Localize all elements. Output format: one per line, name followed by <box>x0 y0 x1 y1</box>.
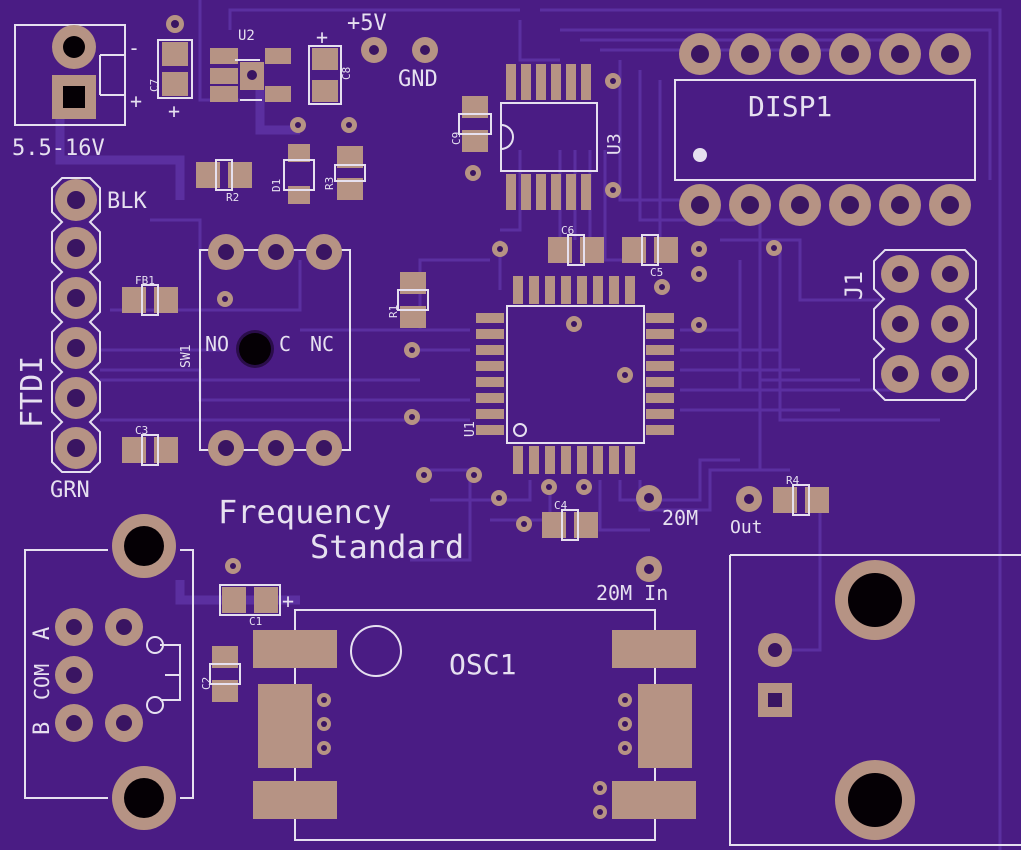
resistor-r3: R3 <box>323 117 366 200</box>
regulator-u2: U2 <box>210 28 291 102</box>
testpoint-20m-in: 20M In <box>596 556 668 605</box>
u1-label: U1 <box>463 421 478 437</box>
c2-label: C2 <box>200 677 213 690</box>
capacitor-c9: C9 <box>450 96 492 152</box>
c6-label: C6 <box>561 224 574 237</box>
ftdi-header: BLK FTDI GRN <box>15 177 147 503</box>
r4-label: R4 <box>786 474 800 487</box>
d1-label: D1 <box>270 179 283 192</box>
ftdi-label: FTDI <box>15 356 50 428</box>
capacitor-c5: C5 <box>622 234 707 333</box>
plus5v-label: +5V <box>347 11 387 36</box>
power-minus-label: - <box>128 36 140 60</box>
board-title: Frequency Standard <box>218 493 464 566</box>
resistor-r2: R2 <box>196 159 252 204</box>
c5-label: C5 <box>650 266 663 279</box>
switch-sw1: NO C NC SW1 <box>179 234 351 466</box>
header-j1: J1 <box>840 249 977 401</box>
encoder-a-label: A <box>30 627 55 640</box>
capacitor-c2: C2 <box>200 646 241 702</box>
sw1-label: SW1 <box>179 345 194 368</box>
power-plus-label: + <box>130 89 142 113</box>
r2-label: R2 <box>226 191 239 204</box>
power-input-label: 5.5-16V <box>12 136 105 161</box>
resistor-r4: R4 <box>773 474 829 516</box>
u3-label: U3 <box>604 133 625 155</box>
bnc-connector <box>729 554 1021 846</box>
resistor-r1: R1 <box>387 272 429 425</box>
testpoint-out: Out <box>730 486 763 538</box>
gnd-label: GND <box>398 67 438 92</box>
c8-label: C8 <box>340 67 353 80</box>
encoder-connector: B COM A <box>24 514 194 830</box>
diode-d1: D1 <box>270 117 315 204</box>
c4-label: C4 <box>554 499 568 512</box>
capacitor-c1: + C1 <box>219 558 294 628</box>
c9-label: C9 <box>450 132 463 145</box>
capacitor-c8: + C8 <box>308 25 353 105</box>
grn-label: GRN <box>50 478 90 503</box>
sw1-c-label: C <box>279 332 291 356</box>
capacitor-c7: + C7 <box>148 15 193 123</box>
display-disp1: DISP1 <box>674 33 976 256</box>
encoder-b-label: B <box>30 722 55 735</box>
capacitor-c4: C4 <box>542 499 598 541</box>
disp1-label: DISP1 <box>748 90 832 123</box>
chip-u3: U3 <box>465 64 625 210</box>
capacitor-c3: C3 <box>122 424 178 466</box>
oscillator-osc1: OSC1 <box>253 609 696 841</box>
out-label: Out <box>730 517 763 538</box>
title-line1: Frequency <box>218 493 391 531</box>
vias <box>416 467 592 532</box>
microcontroller-u1: U1 <box>463 276 674 474</box>
u2-label: U2 <box>238 28 255 44</box>
r3-label: R3 <box>323 177 336 190</box>
testpoint-20m: 20M <box>636 485 698 530</box>
c7-label: C7 <box>148 79 161 92</box>
c1-label: C1 <box>249 615 262 628</box>
c1-plus: + <box>282 589 294 613</box>
r1-label: R1 <box>387 305 400 318</box>
in20m-label: 20M In <box>596 581 668 605</box>
testpoint-gnd: GND <box>398 37 438 92</box>
sw1-nc-label: NC <box>310 332 334 356</box>
testpoint-5v: +5V <box>347 11 387 63</box>
j1-label: J1 <box>840 271 868 300</box>
c3-label: C3 <box>135 424 148 437</box>
sw1-no-label: NO <box>205 332 229 356</box>
osc1-label: OSC1 <box>449 648 516 681</box>
c7-plus: + <box>168 99 180 123</box>
c8-plus: + <box>316 25 328 49</box>
ferrite-fb1: FB1 <box>122 274 178 316</box>
title-line2: Standard <box>310 528 464 566</box>
encoder-com-label: COM <box>30 664 54 700</box>
blk-label: BLK <box>107 189 147 214</box>
fb1-label: FB1 <box>135 274 155 287</box>
out20m-label: 20M <box>662 506 698 530</box>
power-input-connector: - + 5.5-16V <box>12 24 142 161</box>
capacitor-c6: C6 <box>492 224 604 266</box>
